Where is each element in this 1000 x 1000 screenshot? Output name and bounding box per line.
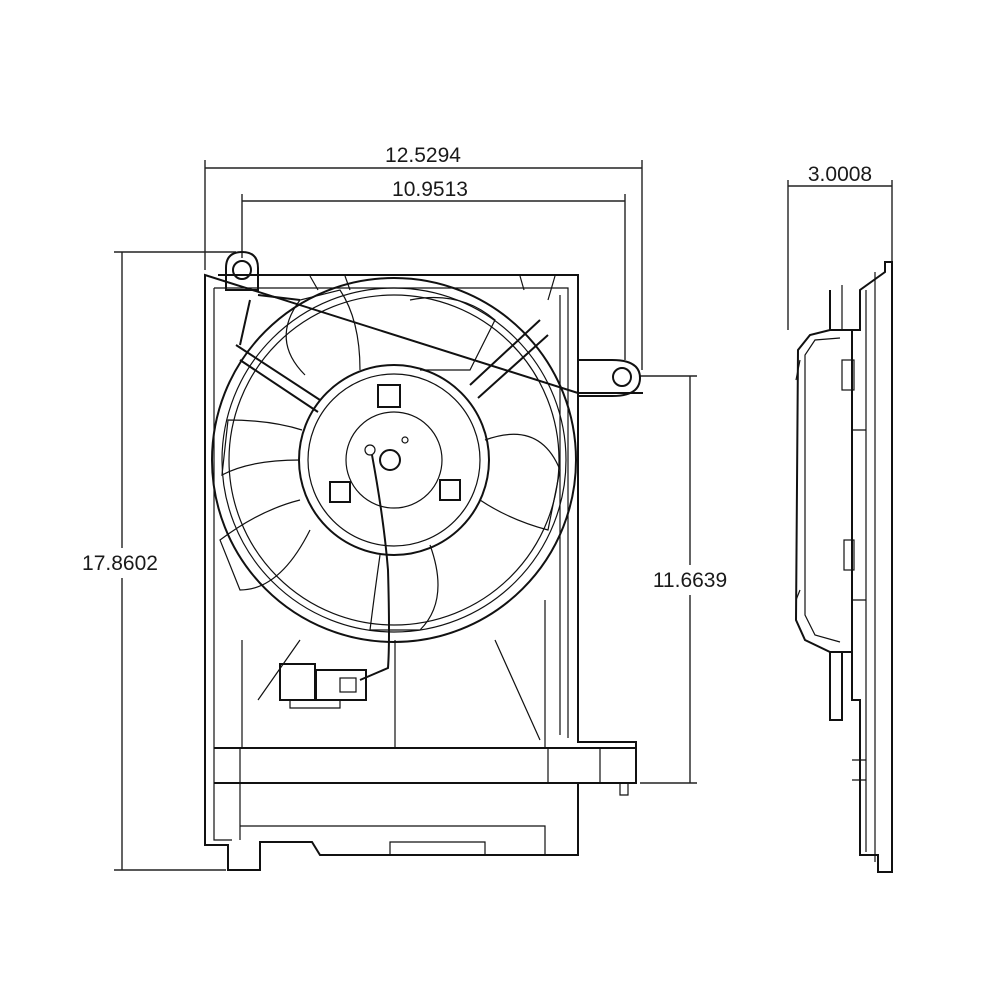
front-view-fan [211, 277, 577, 709]
dimension-mount-height: 11.6639 [640, 375, 740, 784]
overall-width-label: 12.5294 [385, 144, 461, 167]
overall-height-label: 17.8602 [82, 552, 158, 575]
mount-height-label: 11.6639 [653, 569, 727, 592]
dimension-depth: 3.0008 [787, 163, 893, 330]
depth-label: 3.0008 [808, 163, 872, 186]
front-view-shroud [204, 250, 643, 871]
dimension-mount-width: 10.9513 [241, 178, 626, 360]
side-view [794, 261, 893, 873]
mount-width-label: 10.9513 [392, 178, 468, 201]
dimension-overall-height: 17.8602 [70, 251, 236, 871]
dimension-overall-width: 12.5294 [204, 144, 643, 370]
electrical-connector [279, 663, 367, 709]
